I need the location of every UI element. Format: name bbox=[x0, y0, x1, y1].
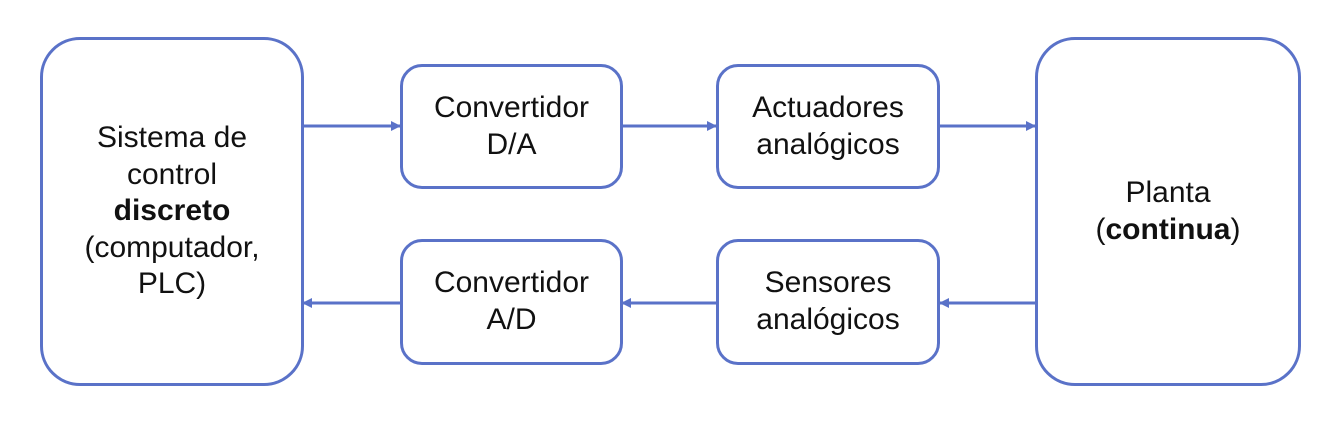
plant-label-open-paren: ( bbox=[1095, 212, 1106, 246]
plant-label: Planta (continua) bbox=[1096, 175, 1241, 248]
dac-label-line1: Convertidor bbox=[433, 90, 590, 124]
plant-block: Planta (continua) bbox=[1035, 37, 1301, 386]
sensors-label-line1: Sensores bbox=[764, 266, 892, 300]
plant-label-bold: continua bbox=[1105, 212, 1231, 246]
adc-label: Convertidor A/D bbox=[434, 265, 589, 338]
sensors-label: Sensores analógicos bbox=[756, 265, 899, 338]
sensors-block: Sensores analógicos bbox=[716, 239, 940, 365]
actuators-label-line1: Actuadores bbox=[752, 90, 904, 124]
controller-label-line4: (computador, bbox=[84, 230, 260, 264]
controller-label-line1: Sistema de bbox=[96, 121, 248, 155]
controller-label-line3: discreto bbox=[84, 193, 259, 230]
adc-label-line2: A/D bbox=[486, 303, 537, 336]
dac-block: Convertidor D/A bbox=[400, 64, 623, 189]
controller-label-line5: PLC) bbox=[137, 267, 207, 301]
actuators-label: Actuadores analógicos bbox=[752, 90, 904, 163]
plant-label-line2: (continua) bbox=[1096, 212, 1241, 249]
actuators-block: Actuadores analógicos bbox=[716, 64, 940, 189]
controller-label: Sistema de control discreto (computador,… bbox=[84, 120, 259, 303]
adc-block: Convertidor A/D bbox=[400, 239, 623, 365]
plant-label-line1: Planta bbox=[1125, 175, 1211, 209]
sensors-label-line2: analógicos bbox=[756, 303, 900, 336]
controller-label-bold: discreto bbox=[113, 194, 231, 228]
dac-label-line2: D/A bbox=[486, 127, 537, 161]
actuators-label-line2: analógicos bbox=[756, 127, 900, 161]
plant-label-close-paren: ) bbox=[1230, 212, 1241, 246]
adc-label-line1: Convertidor bbox=[433, 266, 590, 300]
dac-label: Convertidor D/A bbox=[434, 90, 589, 163]
controller-label-line2: control bbox=[126, 157, 218, 191]
controller-block: Sistema de control discreto (computador,… bbox=[40, 37, 304, 386]
